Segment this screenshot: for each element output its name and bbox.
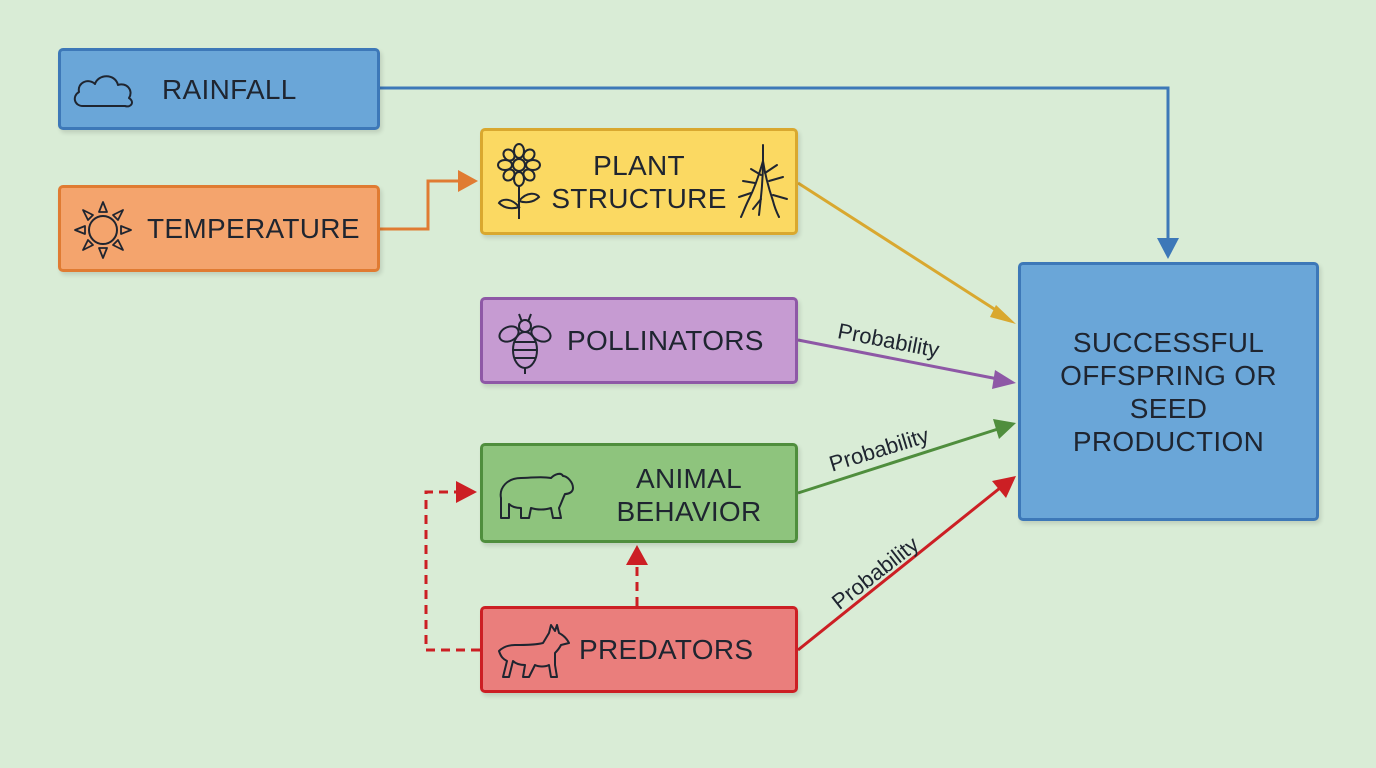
node-animal-behavior-label: ANIMAL BEHAVIOR <box>559 462 819 528</box>
node-outcome-line4: PRODUCTION <box>1072 425 1265 457</box>
node-successful-offspring: SUCCESSFUL OFFSPRING OR SEED PRODUCTION <box>1018 262 1319 521</box>
edge-predators-outcome <box>797 486 1001 652</box>
edge-animal-outcome <box>797 427 999 495</box>
wolf-icon <box>498 624 570 678</box>
node-pollinators-label: POLLINATORS <box>567 325 764 356</box>
node-predators-label: PREDATORS <box>579 634 754 665</box>
node-animal-behavior-line1: ANIMAL <box>635 463 743 494</box>
node-rainfall-label: RAINFALL <box>162 73 297 105</box>
bear-icon <box>499 472 574 519</box>
arrowhead-rainfall <box>1157 238 1179 259</box>
node-animal-behavior: ANIMAL BEHAVIOR <box>480 443 798 543</box>
node-outcome-label: SUCCESSFUL OFFSPRING OR SEED PRODUCTION <box>1060 326 1277 458</box>
arrowhead-predators-animal-vertical <box>626 545 648 565</box>
node-outcome-line3: SEED <box>1129 392 1208 424</box>
node-plant-structure: PLANT STRUCTURE <box>480 128 798 235</box>
arrowhead-predators <box>992 476 1016 498</box>
node-temperature: TEMPERATURE <box>58 185 380 272</box>
node-predators: PREDATORS <box>480 606 798 693</box>
edge-plant-outcome <box>797 181 1003 316</box>
roots-icon <box>738 144 788 218</box>
node-outcome-line1: SUCCESSFUL <box>1072 326 1265 358</box>
node-plant-structure-line2: STRUCTURE <box>551 183 727 214</box>
arrowhead-pollinators <box>992 370 1016 389</box>
node-plant-structure-label: PLANT STRUCTURE <box>483 149 795 215</box>
sun-icon <box>74 201 132 259</box>
arrowhead-animal <box>993 419 1016 439</box>
node-outcome-line2: OFFSPRING OR <box>1060 359 1277 391</box>
edge-temperature-plant <box>380 179 460 231</box>
edge-pollinators-outcome <box>797 338 999 381</box>
edge-predators-animal-loop <box>424 490 480 652</box>
node-rainfall: RAINFALL <box>58 48 380 130</box>
node-plant-structure-line1: PLANT <box>593 150 685 181</box>
node-pollinators: POLLINATORS <box>480 297 798 384</box>
arrowhead-temperature <box>458 170 478 192</box>
cloud-icon <box>73 75 133 108</box>
bee-icon <box>498 313 552 374</box>
arrowhead-predators-animal-loop <box>456 481 477 503</box>
flower-icon <box>497 143 541 219</box>
node-temperature-label: TEMPERATURE <box>147 213 360 244</box>
node-animal-behavior-line2: BEHAVIOR <box>616 496 762 527</box>
edge-rainfall-outcome <box>380 86 1170 240</box>
arrowhead-plant <box>990 305 1016 324</box>
